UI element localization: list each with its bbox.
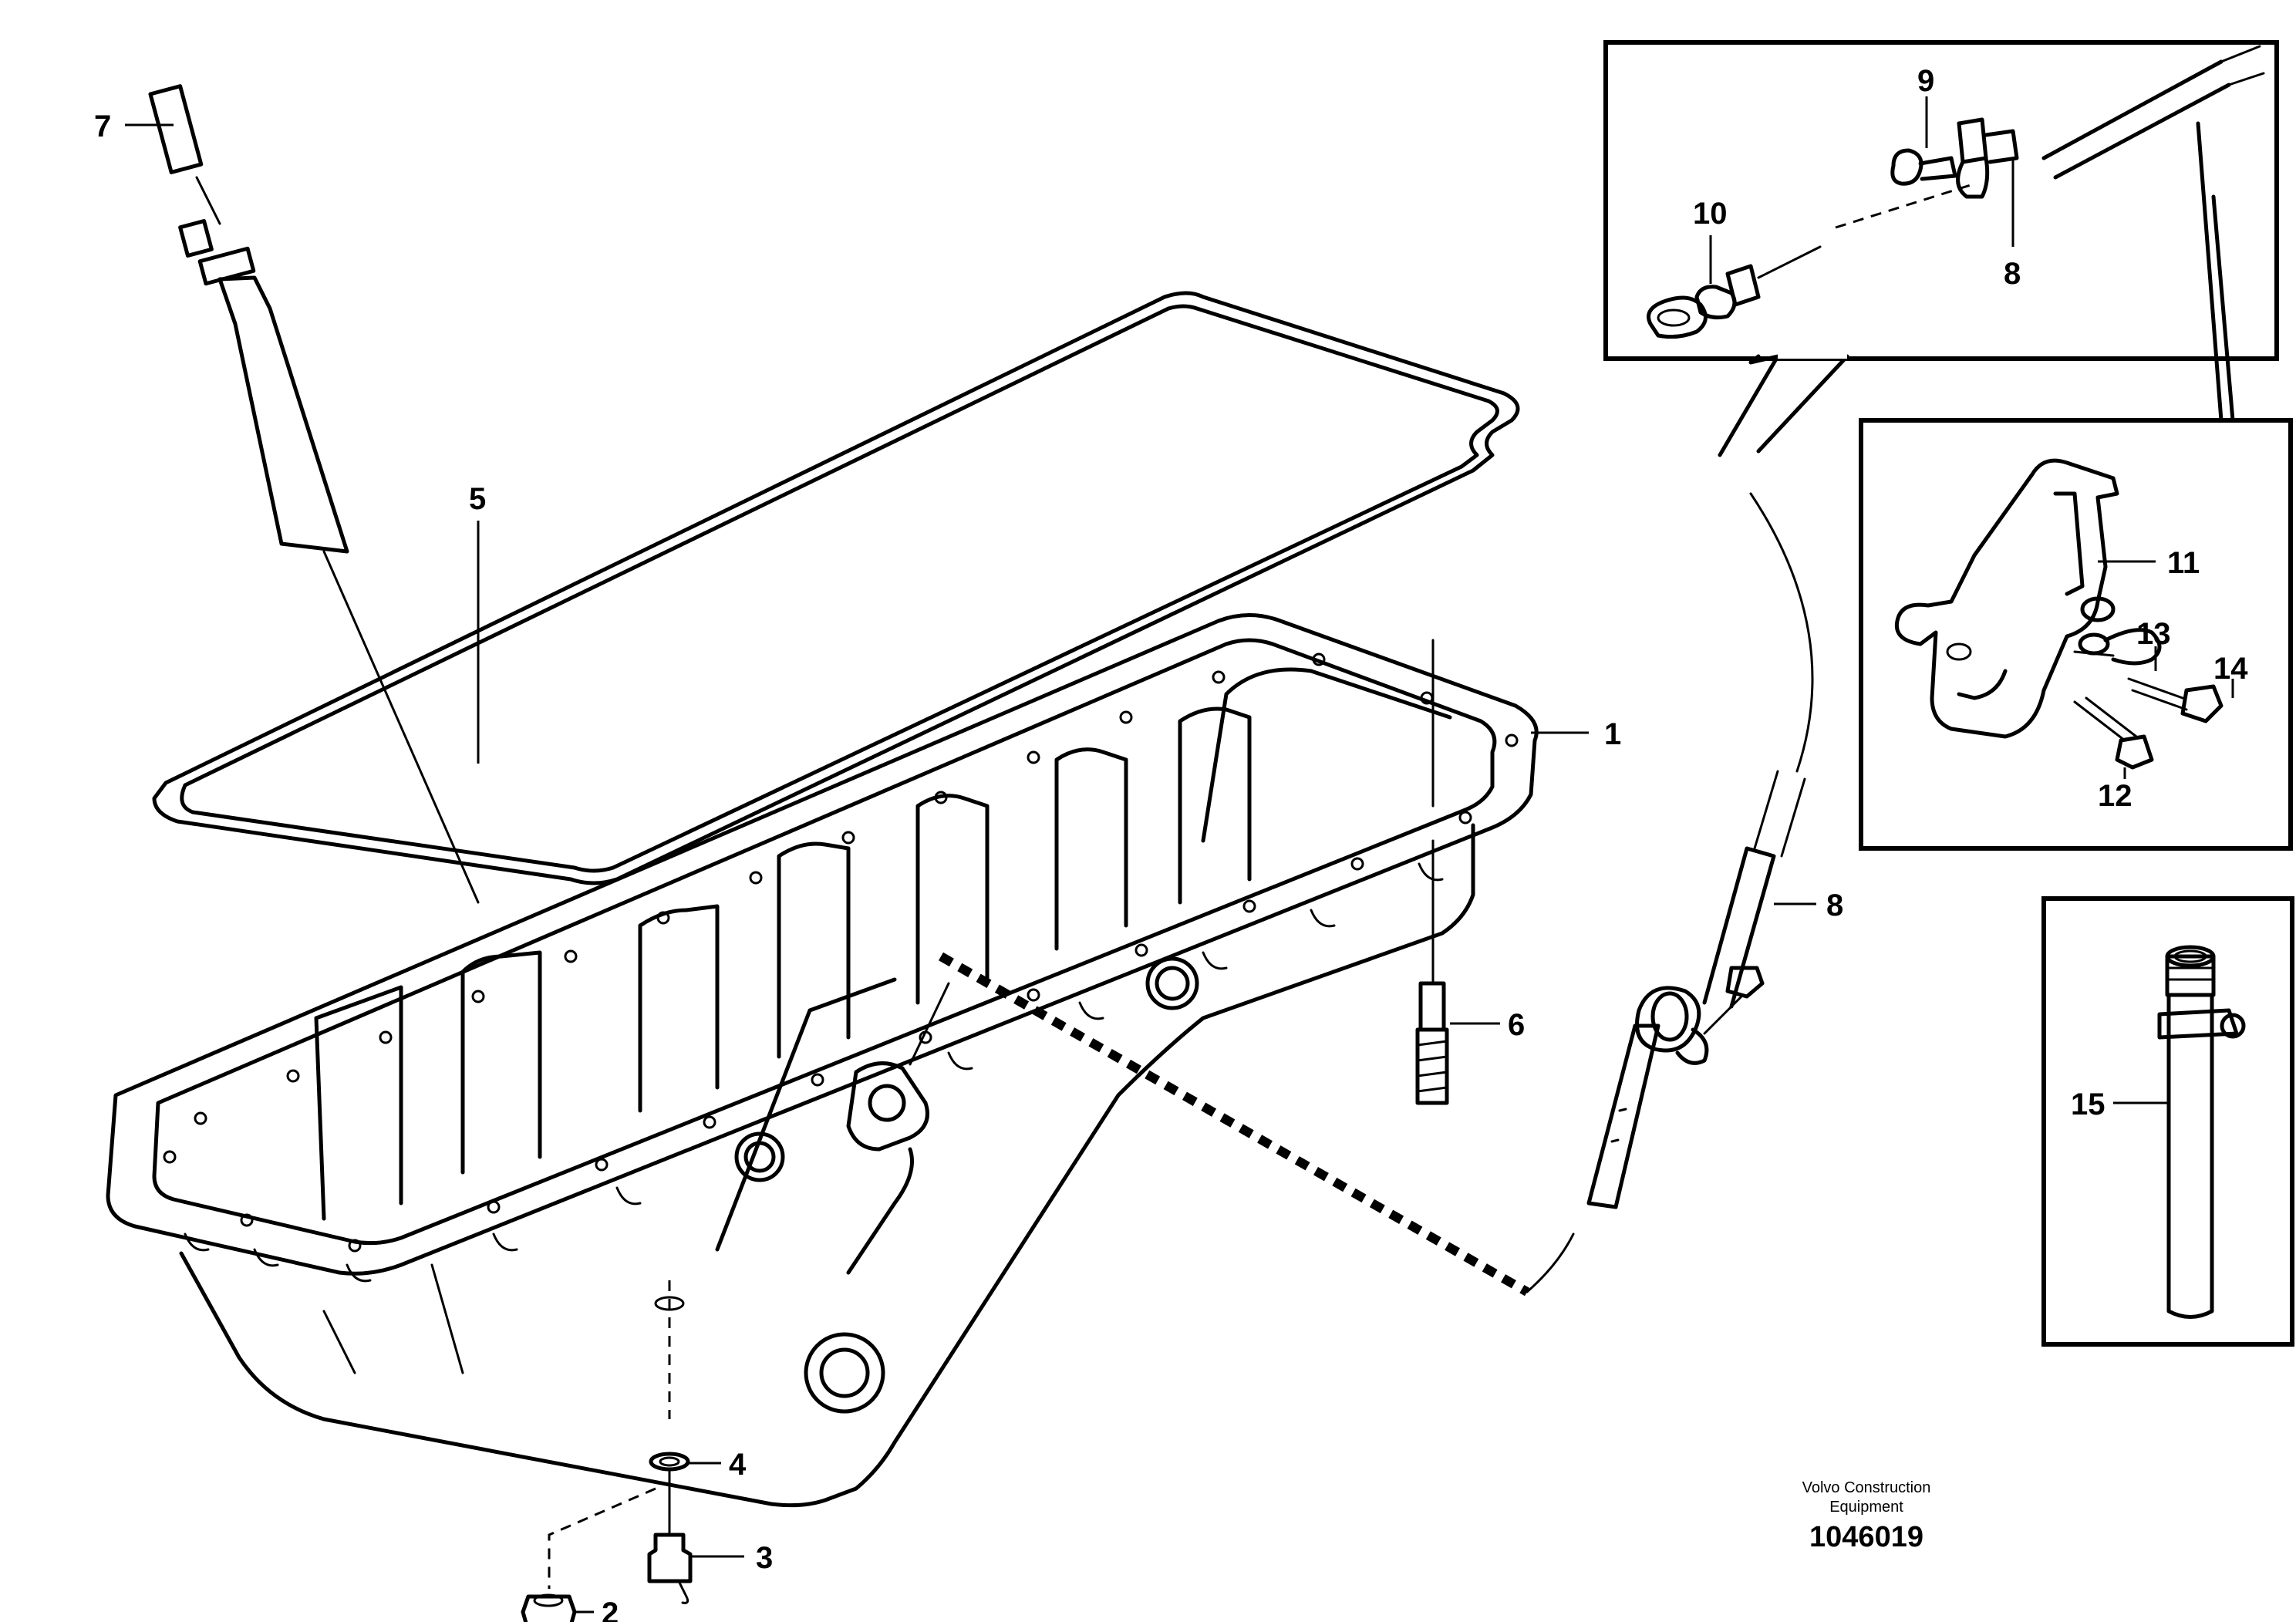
detail-box-bracket (1859, 121, 2293, 851)
footer: Volvo Construction Equipment 1046019 (1802, 1479, 1931, 1553)
callout-5: 5 (469, 482, 486, 516)
callout-7: 7 (94, 110, 111, 143)
callout-11: 11 (2167, 546, 2200, 580)
gasket (152, 291, 1520, 885)
callout-8: 8 (1826, 889, 1843, 922)
callout-1: 1 (1604, 717, 1621, 751)
callout-15: 15 (2071, 1088, 2106, 1121)
callout-4: 4 (729, 1448, 747, 1482)
callout-14: 14 (2213, 652, 2248, 686)
detail-box-dipstick (1603, 40, 2279, 457)
callout-9: 9 (1917, 64, 1934, 98)
callout-6: 6 (1508, 1008, 1525, 1042)
callout-13: 13 (2136, 617, 2171, 651)
drain-parts (521, 1280, 693, 1622)
stud (1415, 639, 1449, 1105)
callout-10: 10 (1693, 197, 1728, 231)
dipstick-left (148, 84, 480, 904)
callout-3: 3 (756, 1541, 773, 1575)
company-name-line1: Volvo Construction (1802, 1479, 1931, 1496)
document-number: 1046019 (1809, 1521, 1923, 1553)
flange-ears (184, 862, 1444, 1283)
detail-box-tube (2041, 896, 2294, 1347)
callout-8-detail: 8 (2004, 257, 2021, 291)
oil-pan (106, 613, 1539, 1508)
flange-bolt-holes (163, 653, 1519, 1253)
dipstick-tube (939, 492, 1814, 1297)
company-name-line2: Equipment (1829, 1499, 1903, 1516)
callout-12: 12 (2098, 779, 2132, 813)
callout-2: 2 (602, 1597, 619, 1622)
callouts: 1 2 3 4 5 6 7 8 8 9 10 11 12 13 14 15 (94, 64, 2248, 1622)
